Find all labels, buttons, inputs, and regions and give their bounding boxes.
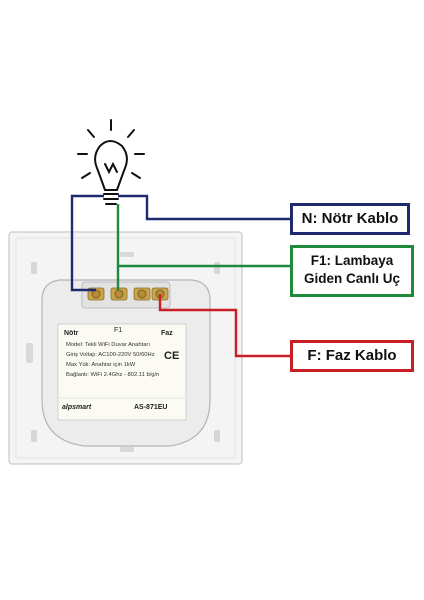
callout-phase-text: F: Faz Kablo — [307, 347, 397, 364]
phase-wire — [158, 294, 290, 358]
terminal-label-phase: Faz — [161, 330, 173, 337]
callout-f1: F1: Lambaya Giden Canlı Uç — [290, 245, 414, 297]
spec-line-model: Model: Tekli WiFi Duvar Anahtarı — [66, 342, 150, 348]
spec-line-voltage: Giriş Voltajı: AC100-220V 50/60Hz — [66, 352, 155, 358]
terminal-label-f1: F1 — [114, 327, 123, 334]
spec-line-load: Max Yük: Anahtar için 1kW — [66, 362, 136, 368]
neutral-wire-to-callout — [118, 194, 290, 221]
model-code: AS-871EU — [134, 404, 168, 411]
neutral-wire — [70, 194, 104, 292]
callout-neutral: N: Nötr Kablo — [290, 203, 410, 235]
lightbulb-icon — [77, 119, 145, 205]
callout-f1-line2: Giden Canlı Uç — [303, 271, 401, 286]
terminal-screws — [87, 287, 169, 301]
spec-line-connection: Bağlantı: WiFi 2.4Ghz - 802.11 b/g/n — [66, 372, 160, 378]
switch-module — [41, 279, 211, 447]
callout-f1-line1: F1: Lambaya — [310, 253, 394, 268]
terminal-label-neutral: Nötr — [64, 330, 79, 337]
callout-neutral-text: N: Nötr Kablo — [301, 210, 399, 227]
ce-mark: CE — [164, 350, 180, 362]
brand-logo: alpsmart — [62, 404, 92, 411]
product-label — [57, 323, 187, 421]
callout-phase: F: Faz Kablo — [290, 340, 414, 372]
